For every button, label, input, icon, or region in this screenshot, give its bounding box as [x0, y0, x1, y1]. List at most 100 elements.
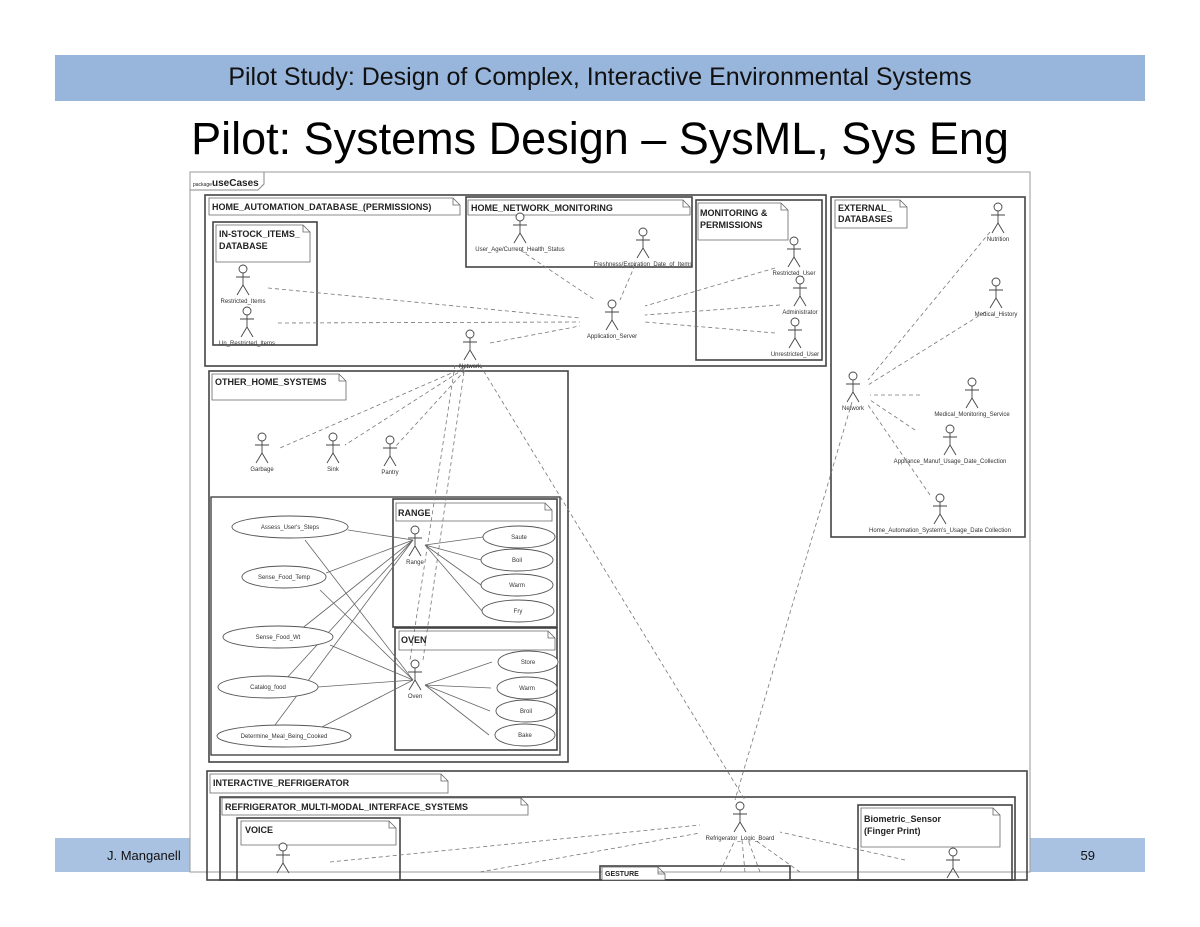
use-case-ellipse	[496, 676, 558, 700]
association-line	[424, 544, 482, 586]
actor-icon	[465, 329, 475, 339]
association-line	[424, 661, 493, 686]
association-line	[347, 529, 414, 541]
note-biometric	[860, 807, 1001, 848]
actor-icon	[408, 668, 422, 691]
actor-icon	[991, 277, 1001, 287]
association-line	[424, 684, 492, 689]
actor-label: Appliance_Manuf_Usage_Date_Collection	[894, 459, 1007, 465]
actor-icon	[933, 502, 947, 525]
actor-icon	[238, 264, 248, 274]
actor-label: Refrigerator_Logic_Board	[706, 836, 775, 842]
association-line	[424, 684, 490, 736]
package-biometric-sensor	[857, 804, 1013, 881]
use-case-label: Bake	[518, 733, 532, 739]
actor-refrigerator-logic-board: Refrigerator_Logic_Board	[706, 801, 775, 842]
actor-range: Range	[406, 525, 425, 566]
note-interactive-refrigerator	[209, 773, 449, 794]
package-monitoring-permissions	[695, 199, 823, 361]
use-case-broil: Broil	[495, 699, 557, 723]
use-case-oven-warm: Warm	[496, 676, 558, 700]
page-number: 59	[1080, 848, 1095, 863]
use-case-label: Store	[521, 660, 536, 666]
use-case-label: Warm	[519, 686, 535, 692]
actor-icon	[255, 441, 269, 464]
actor-administrator: Administrator	[782, 275, 818, 316]
package-external-databases	[830, 196, 1026, 538]
dependency-line	[644, 267, 776, 307]
dependency-line	[394, 364, 471, 448]
package-title: OVEN	[401, 635, 427, 645]
actor-label: Nutrition	[987, 237, 1009, 243]
dependency-line	[867, 231, 991, 381]
use-case-label: Fry	[514, 609, 523, 615]
actor-network: Network	[459, 329, 482, 370]
actor-label: Restricted_User	[772, 271, 815, 277]
actor-icon	[242, 306, 252, 316]
note-other-home	[211, 373, 347, 401]
note-home-automation-database	[208, 197, 461, 216]
actor-icon	[788, 326, 802, 349]
use-case-saute: Saute	[482, 525, 556, 549]
actor-oven: Oven	[408, 659, 422, 700]
actor-icon	[993, 202, 1003, 212]
actor-icon	[607, 299, 617, 309]
use-case-label: Warm	[509, 583, 525, 589]
actor-label: Administrator	[782, 310, 817, 316]
actor-label: Unrestricted_User	[771, 352, 819, 358]
dependency-line	[719, 839, 736, 873]
package-gesture	[599, 865, 791, 881]
actor-icon	[848, 371, 858, 381]
actor-application-server: Application_Server	[587, 299, 637, 340]
package-home-network-monitoring	[465, 196, 693, 268]
use-case-label: Broil	[520, 709, 532, 715]
actor-icon	[989, 286, 1003, 309]
actor-icon	[278, 842, 288, 852]
actor-icon	[735, 801, 745, 811]
association-line	[304, 539, 414, 681]
actor-icon	[328, 432, 338, 442]
use-case-sense-wt: Sense_Food_Wt	[222, 625, 334, 649]
use-case-ellipse	[495, 699, 557, 723]
dependency-line	[734, 401, 853, 801]
dependency-line	[741, 839, 746, 873]
package-title: GESTURE	[605, 871, 639, 878]
dependency-line	[329, 824, 701, 863]
association-line	[319, 679, 414, 729]
association-line	[424, 544, 483, 612]
dependency-line	[644, 304, 781, 316]
dependency-line	[619, 264, 636, 301]
actor-icon	[846, 380, 860, 403]
package-in-stock-items	[212, 221, 318, 346]
actor-label: Network	[842, 406, 865, 412]
use-case-ellipse	[482, 525, 556, 549]
actor-label: Restricted_Items	[220, 299, 265, 305]
actor-icon	[236, 273, 250, 296]
actor-icon	[967, 377, 977, 387]
actor-label: Pantry	[381, 470, 398, 476]
actor-restricted-items: Restricted_Items	[220, 264, 266, 305]
actor-label: Un_Restricted_Items	[219, 341, 275, 347]
use-case-range-warm: Warm	[480, 573, 554, 597]
actor-icon	[257, 432, 267, 442]
association-line	[325, 539, 414, 574]
actor-icon	[410, 659, 420, 669]
package-appliances	[210, 496, 561, 756]
note-range	[395, 502, 553, 522]
association-line	[317, 679, 414, 688]
package-title: EXTERNAL_	[838, 203, 893, 213]
note-monitoring	[697, 202, 789, 241]
actor-label: Network	[459, 364, 482, 370]
actor-label: Sink	[327, 467, 340, 473]
actor-icon	[991, 211, 1005, 234]
actor-label: Medical_History	[975, 312, 1018, 318]
package-title: VOICE	[245, 825, 273, 835]
use-case-bake: Bake	[494, 723, 556, 747]
dependency-line	[644, 321, 776, 334]
actor-icon	[638, 227, 648, 237]
use-case-ellipse	[231, 515, 349, 539]
actor-icon	[605, 308, 619, 331]
actor-icon	[946, 856, 960, 879]
use-case-label: Sense_Food_Temp	[258, 575, 311, 581]
